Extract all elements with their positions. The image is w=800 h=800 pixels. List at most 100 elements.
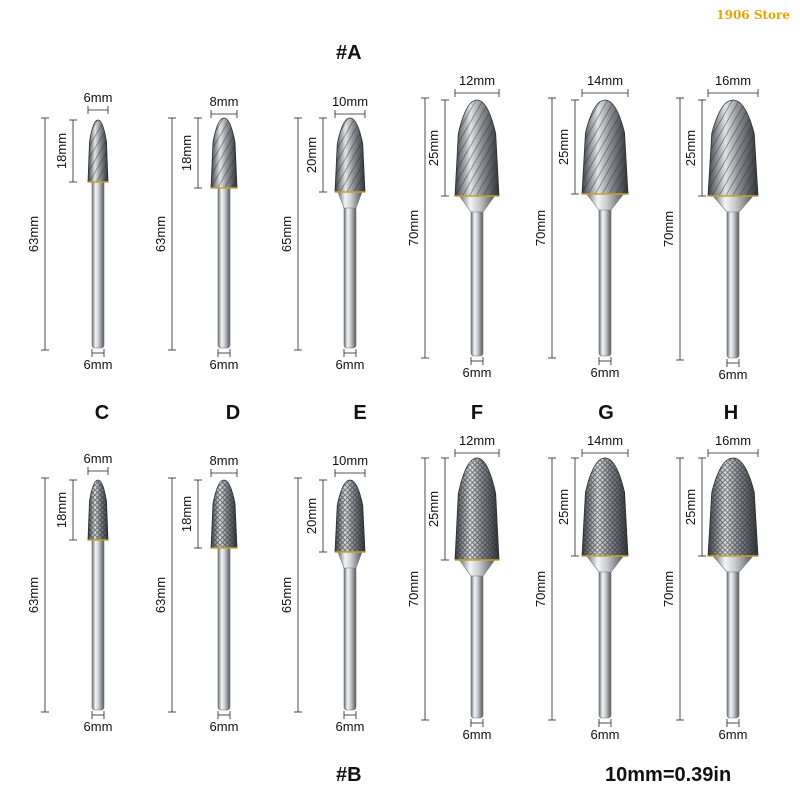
- total-length-label: 70mm: [661, 571, 676, 607]
- shank: [470, 193, 484, 357]
- head-diameter-label: 16mm: [715, 433, 751, 448]
- label-g: G: [598, 402, 614, 424]
- set-b-title: #B: [336, 764, 362, 786]
- total-length-label: 63mm: [26, 577, 41, 613]
- set-a-burr-5: 70mm 25mm 14mm 6mm: [533, 73, 629, 380]
- head-length-label: 20mm: [304, 498, 319, 534]
- total-length-label: 70mm: [661, 211, 676, 247]
- label-e: E: [353, 402, 367, 424]
- neck: [458, 559, 496, 577]
- unit-conversion: 10mm=0.39in: [605, 764, 732, 786]
- cutter-flutes: [582, 458, 628, 556]
- set-b-burr-2: 63mm 18mm 8mm 6mm: [153, 453, 238, 734]
- head-diameter-label: 6mm: [84, 90, 113, 105]
- shank-diameter-label: 6mm: [719, 367, 748, 382]
- shank-diameter-label: 6mm: [84, 357, 113, 372]
- cutter-flutes: [335, 480, 365, 552]
- head-diameter-label: 10mm: [332, 94, 368, 109]
- neck: [337, 191, 363, 209]
- head-length-label: 25mm: [426, 491, 441, 527]
- set-b-burr-5: 70mm 25mm 14mm 6mm: [533, 433, 629, 742]
- shank: [470, 557, 484, 719]
- set-a-burr-6: 70mm 25mm 16mm 6mm: [661, 73, 759, 382]
- set-a-title: #A: [336, 42, 362, 64]
- set-a-burr-1: 63mm 18mm 6mm 6mm: [26, 90, 112, 372]
- cutter-flutes: [335, 118, 365, 192]
- label-h: H: [723, 402, 739, 424]
- neck: [712, 555, 754, 573]
- head-diameter-label: 8mm: [210, 453, 239, 468]
- total-length-label: 63mm: [153, 216, 168, 252]
- store-watermark: 1906 Store: [716, 8, 790, 22]
- set-b-burr-6: 70mm 25mm 16mm 6mm: [661, 433, 759, 742]
- cutter-flutes: [455, 100, 499, 196]
- label-f: F: [470, 402, 484, 424]
- total-length-label: 70mm: [533, 571, 548, 607]
- neck: [712, 195, 754, 213]
- head-length-label: 25mm: [556, 489, 571, 525]
- shank-diameter-label: 6mm: [336, 719, 365, 734]
- neck: [585, 555, 625, 573]
- head-diameter-label: 16mm: [715, 73, 751, 88]
- neck: [585, 193, 625, 211]
- cutter-flutes: [88, 480, 108, 540]
- shank-diameter-label: 6mm: [463, 365, 492, 380]
- head-length-label: 25mm: [683, 130, 698, 166]
- set-b-burr-4: 70mm 25mm 12mm 6mm: [406, 433, 500, 742]
- head-diameter-label: 6mm: [84, 451, 113, 466]
- shank: [726, 553, 740, 719]
- head-diameter-label: 8mm: [210, 94, 239, 109]
- head-diameter-label: 10mm: [332, 453, 368, 468]
- cutter-flutes: [88, 120, 108, 182]
- shank: [726, 193, 740, 359]
- head-length-label: 25mm: [683, 489, 698, 525]
- shank-diameter-label: 6mm: [463, 727, 492, 742]
- shank: [343, 189, 357, 349]
- cutter-flutes: [455, 458, 499, 560]
- total-length-label: 63mm: [153, 577, 168, 613]
- set-a-burr-3: 65mm 20mm 10mm 6mm: [279, 94, 368, 372]
- head-length-label: 18mm: [54, 133, 69, 169]
- shank: [91, 537, 105, 711]
- set-b-burr-1: 63mm 18mm 6mm 6mm: [26, 451, 112, 734]
- cutter-flutes: [211, 480, 237, 548]
- set-a-burr-4: 70mm 25mm 12mm 6mm: [406, 73, 500, 380]
- cutter-flutes: [211, 118, 237, 188]
- shank-diameter-label: 6mm: [591, 365, 620, 380]
- shank: [217, 185, 231, 349]
- head-diameter-label: 12mm: [459, 433, 495, 448]
- cutter-flutes: [708, 100, 758, 196]
- neck: [458, 195, 496, 213]
- head-diameter-label: 12mm: [459, 73, 495, 88]
- shank: [217, 545, 231, 711]
- total-length-label: 70mm: [406, 210, 421, 246]
- head-length-label: 18mm: [54, 492, 69, 528]
- shank-diameter-label: 6mm: [210, 719, 239, 734]
- shank: [91, 179, 105, 349]
- label-c: C: [94, 402, 110, 424]
- shank-diameter-label: 6mm: [84, 719, 113, 734]
- total-length-label: 65mm: [279, 216, 294, 252]
- head-length-label: 25mm: [426, 130, 441, 166]
- head-length-label: 18mm: [179, 496, 194, 532]
- total-length-label: 70mm: [406, 571, 421, 607]
- shank-diameter-label: 6mm: [591, 727, 620, 742]
- cutter-flutes: [582, 100, 628, 194]
- shank: [598, 191, 612, 357]
- head-length-label: 20mm: [304, 137, 319, 173]
- total-length-label: 63mm: [26, 216, 41, 252]
- cutter-flutes: [708, 458, 758, 556]
- head-length-label: 18mm: [179, 135, 194, 171]
- shank: [343, 549, 357, 711]
- shank-diameter-label: 6mm: [719, 727, 748, 742]
- head-length-label: 25mm: [556, 129, 571, 165]
- label-d: D: [225, 402, 241, 424]
- head-diameter-label: 14mm: [587, 73, 623, 88]
- head-diameter-label: 14mm: [587, 433, 623, 448]
- shank: [598, 553, 612, 719]
- total-length-label: 70mm: [533, 210, 548, 246]
- shank-diameter-label: 6mm: [336, 357, 365, 372]
